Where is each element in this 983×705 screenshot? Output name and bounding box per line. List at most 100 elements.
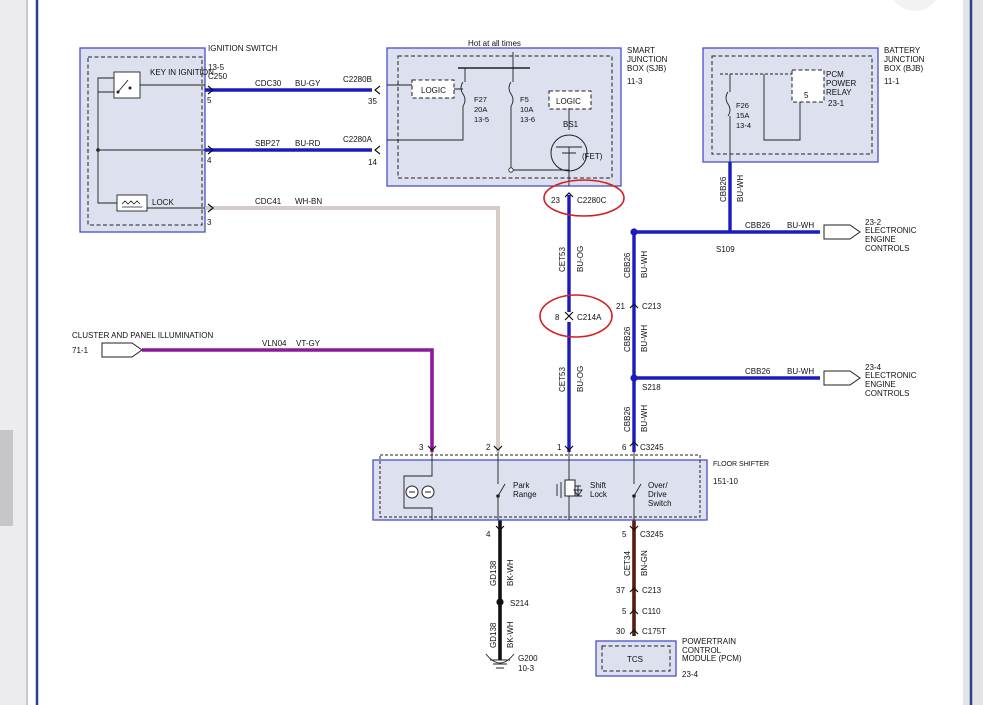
bjb-ref: 11-1 xyxy=(884,77,900,86)
c250-pin-3: 3 xyxy=(207,218,212,227)
ground-name: G200 xyxy=(518,654,538,663)
c175t-label: C175T xyxy=(642,627,666,636)
shifter-pin-4: 4 xyxy=(486,530,491,539)
fuse-f5-amp: 10A xyxy=(520,105,533,114)
fuse-f5: F5 xyxy=(520,95,529,104)
pcm-tcs: TCS xyxy=(627,655,643,664)
wire-gd138-upper-color: BK-WH xyxy=(506,559,515,586)
fuse-f27: F27 xyxy=(474,95,487,104)
shifter-pin-3: 3 xyxy=(419,443,424,452)
eec1-name: ELECTRONIC ENGINE CONTROLS xyxy=(865,226,917,253)
relay-ref: 23-1 xyxy=(828,99,845,108)
ignition-switch xyxy=(79,47,206,233)
s218-label: S218 xyxy=(642,383,661,392)
c2280a-label: C2280A xyxy=(343,135,373,144)
c2280b-label: C2280B xyxy=(343,75,372,84)
wire-cdc41-color: WH-BN xyxy=(295,197,322,206)
wire-gd138-lower-circuit: GD138 xyxy=(489,622,498,648)
fuse-f5-ref: 13-6 xyxy=(520,115,535,124)
c214a-label: C214A xyxy=(577,313,602,322)
gutter-divider xyxy=(26,0,28,705)
ground-symbol xyxy=(485,653,515,669)
c2280c-label: C2280C xyxy=(577,196,607,205)
wire-cet34-color: BN-GN xyxy=(640,550,649,576)
wire-cbb26-s218-circuit: CBB26 xyxy=(623,406,632,432)
cluster-name: CLUSTER AND PANEL ILLUMINATION xyxy=(72,331,213,340)
wire-cdc41-inner xyxy=(205,207,499,452)
relay-pin: 5 xyxy=(804,91,809,100)
c213-bot-label: C213 xyxy=(642,586,662,595)
c213-bot-pin: 37 xyxy=(616,586,625,595)
pcm-ref: 23-4 xyxy=(682,670,699,679)
ignition-switch-name: IGNITION SWITCH xyxy=(208,44,278,53)
wire-cbb26-s109-circuit: CBB26 xyxy=(623,252,632,278)
connector-markers xyxy=(207,85,639,635)
fuse-f26-amp: 15A xyxy=(736,111,749,120)
shift-lock-label: Shift Lock xyxy=(590,481,607,499)
wire-cbb26-c213-color: BU-WH xyxy=(640,325,649,352)
wire-cdc30-color: BU-GY xyxy=(295,79,321,88)
c214a-pin: 8 xyxy=(555,313,560,322)
wire-cbb26-eec2-circuit: CBB26 xyxy=(745,367,771,376)
wire-cet34-circuit: CET34 xyxy=(623,551,632,576)
smart-junction-box xyxy=(386,47,622,187)
floor-shifter xyxy=(372,452,708,521)
sjb-name: SMART JUNCTION BOX (SJB) xyxy=(627,46,668,73)
overdrive-label: Over/ Drive Switch xyxy=(648,481,672,508)
fet-label: (FET) xyxy=(582,152,603,161)
c2280c-pin: 23 xyxy=(551,196,560,205)
wire-cbb26-eec2-color: BU-WH xyxy=(787,367,814,376)
wire-cet53-upper-color: BU-OG xyxy=(576,246,585,272)
c3245-top-pin: 6 xyxy=(622,443,627,452)
pcm-power-relay: PCM POWER RELAY xyxy=(826,70,857,97)
highlight-c2280c xyxy=(543,179,625,217)
c3245-bot-label: C3245 xyxy=(640,530,664,539)
c250-pin-5: 5 xyxy=(207,96,212,105)
cluster-ref: 71-1 xyxy=(72,346,89,355)
c250-pin-4: 4 xyxy=(207,156,212,165)
wire-cet53-upper-circuit: CET53 xyxy=(558,247,567,272)
s214-label: S214 xyxy=(510,599,529,608)
c2280a-pin: 14 xyxy=(368,158,377,167)
key-in-ignition-label: KEY IN IGNITION xyxy=(150,68,214,77)
wire-vln04-circuit: VLN04 xyxy=(262,339,287,348)
wire-cet53-lower-color: BU-OG xyxy=(576,366,585,392)
eec2-tag xyxy=(823,370,861,386)
left-scroll-handle[interactable] xyxy=(0,430,13,526)
wire-cbb26-bjb-color: BU-WH xyxy=(736,175,745,202)
fuse-f26-ref: 13-4 xyxy=(736,121,751,130)
shifter-pin-1: 1 xyxy=(557,443,562,452)
pcm-name: POWERTRAIN CONTROL MODULE (PCM) xyxy=(682,638,742,663)
wire-cbb26-c213-circuit: CBB26 xyxy=(623,326,632,352)
wire-vln04 xyxy=(142,348,434,452)
sjb-ref: 11-3 xyxy=(627,77,643,86)
c110-pin: 5 xyxy=(622,607,627,616)
lock-label: LOCK xyxy=(152,198,174,207)
wire-cbb26-eec1-color: BU-WH xyxy=(787,221,814,230)
c175t-pin: 30 xyxy=(616,627,625,636)
bjb-name: BATTERY JUNCTION BOX (BJB) xyxy=(884,46,925,73)
fuse-f27-amp: 20A xyxy=(474,105,487,114)
wire-cbb26-s218-color: BU-WH xyxy=(640,405,649,432)
battery-junction-box xyxy=(702,47,879,163)
c2280b-pin: 35 xyxy=(368,97,377,106)
hot-at-all-times: Hot at all times xyxy=(468,39,521,48)
shifter-pin-2: 2 xyxy=(486,443,491,452)
eec2-name: ELECTRONIC ENGINE CONTROLS xyxy=(865,371,917,398)
splice-s218-dot xyxy=(630,374,638,382)
splice-s214-dot xyxy=(496,598,504,606)
eec1-tag xyxy=(823,224,861,240)
fuse-f27-ref: 13-5 xyxy=(474,115,489,124)
c213-top-pin: 21 xyxy=(616,302,625,311)
left-gutter xyxy=(0,0,26,705)
sjb-logic-1: LOGIC xyxy=(421,86,446,95)
wire-cdc41-circuit: CDC41 xyxy=(255,197,282,206)
ignition-switch-ref: 13-5 xyxy=(208,63,225,72)
wire-sbp27-color: BU-RD xyxy=(295,139,321,148)
floor-shifter-ref: 151-10 xyxy=(713,477,738,486)
wire-vln04-color: VT-GY xyxy=(296,339,321,348)
c250-label: C250 xyxy=(208,72,228,81)
wire-cbb26-bjb-circuit: CBB26 xyxy=(719,176,728,202)
